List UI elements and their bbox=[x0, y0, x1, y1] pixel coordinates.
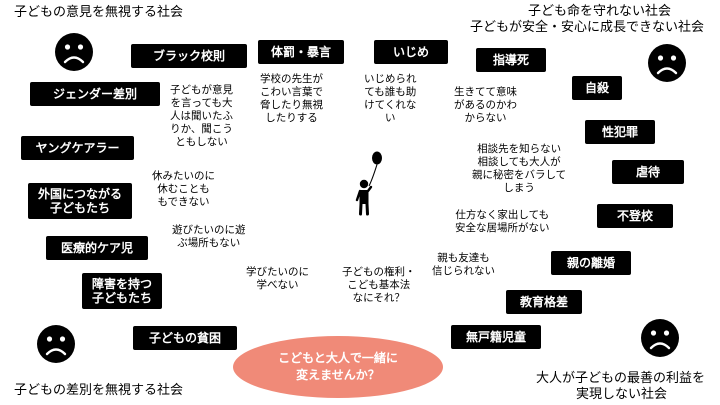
note-line: もできない bbox=[157, 196, 210, 208]
note-cannot-learn: 学びたいのに 学べない bbox=[246, 266, 309, 292]
note-bullying-no-help: いじめられ ても誰も助 けてくれな い bbox=[364, 73, 417, 125]
tag-guidance-death: 指導死 bbox=[476, 48, 546, 72]
tag-bullying: いじめ bbox=[374, 40, 448, 64]
tag-child-poverty: 子どもの貧困 bbox=[133, 326, 237, 350]
tag-education-gap: 教育格差 bbox=[506, 290, 582, 314]
sad-face-icon bbox=[37, 325, 75, 363]
note-line: からない bbox=[464, 112, 507, 124]
child-with-balloon-icon bbox=[355, 151, 382, 216]
tag-disabled-children-line2: 子どもたち bbox=[91, 291, 152, 305]
note-line: ともしない bbox=[175, 136, 228, 148]
tag-disabled-children-line1: 障害を持つ bbox=[91, 277, 152, 291]
cta-line2: 変えませんか？ bbox=[296, 368, 380, 382]
tag-unregistered-children: 無戸籍児童 bbox=[451, 325, 541, 349]
sad-face-icon bbox=[641, 319, 679, 357]
cta-line1: こどもと大人で一緒に bbox=[278, 351, 398, 365]
tag-sex-crime: 性犯罪 bbox=[585, 120, 655, 144]
note-line: 学べない bbox=[256, 279, 299, 291]
tag-disabled-children: 障害を持つ 子どもたち bbox=[82, 273, 162, 309]
note-line: ても誰も助 bbox=[364, 86, 417, 98]
note-no-play-place: 遊びたいのに遊 ぶ場所もない bbox=[172, 224, 246, 250]
note-line: 相談しても大人が bbox=[477, 156, 561, 168]
tag-medical-care-child: 医療的ケア児 bbox=[46, 236, 148, 260]
tag-corporal-punishment: 体罰・暴言 bbox=[258, 40, 344, 64]
caption-bottom-left: 子どもの差別を無視する社会 bbox=[14, 383, 184, 398]
note-line: なにそれ？ bbox=[352, 292, 405, 304]
note-line: 信じられない bbox=[432, 265, 495, 277]
caption-top-left: 子どもの意見を無視する社会 bbox=[14, 5, 184, 20]
note-line: 親も友達も bbox=[437, 252, 490, 264]
note-line: 親に秘密をバラして bbox=[472, 169, 567, 181]
note-line: 生きてて意味 bbox=[454, 86, 517, 98]
note-line: い bbox=[385, 112, 396, 124]
note-line: 休みたいのに bbox=[152, 170, 215, 182]
note-line: 安全な居場所がない bbox=[455, 222, 550, 234]
note-line: こども基本法 bbox=[347, 279, 411, 291]
tag-young-carer: ヤングケアラー bbox=[21, 136, 134, 160]
tag-gender-discrimination: ジェンダー差別 bbox=[30, 82, 160, 106]
note-line: 仕方なく家出しても bbox=[455, 209, 550, 221]
tag-truancy: 不登校 bbox=[597, 204, 673, 228]
note-no-trust: 親も友達も 信じられない bbox=[432, 252, 495, 278]
caption-bottom-right-2: 実現しない社会 bbox=[576, 387, 668, 402]
note-line: りか、聞こう bbox=[170, 123, 233, 135]
note-consultation: 相談先を知らない 相談しても大人が 親に秘密をバラして しまう bbox=[472, 143, 566, 195]
note-line: けてくれな bbox=[364, 99, 417, 111]
note-no-safe-place: 仕方なく家出しても 安全な居場所がない bbox=[455, 209, 550, 235]
note-child-rights: 子どもの権利・ こども基本法 なにそれ？ bbox=[342, 266, 416, 305]
note-line: 脅したり無視 bbox=[260, 99, 323, 111]
note-line: 子どもの権利・ bbox=[342, 266, 416, 278]
note-line: 相談先を知らない bbox=[477, 143, 562, 155]
note-line: 子どもが意見 bbox=[170, 84, 233, 96]
note-line: 学びたいのに bbox=[246, 266, 309, 278]
sad-face-icon bbox=[55, 33, 93, 71]
caption-top-right-2: 子どもが安全・安心に成長できない社会 bbox=[470, 20, 705, 35]
tag-foreign-children-line1: 外国につながる bbox=[37, 187, 122, 201]
note-meaning-of-life: 生きてて意味 があるのかわ からない bbox=[454, 86, 517, 125]
tag-foreign-children-line2: 子どもたち bbox=[49, 201, 110, 215]
note-line: を言っても大 bbox=[170, 97, 233, 109]
note-line: 人は聞いたふ bbox=[170, 110, 233, 122]
note-line: があるのかわ bbox=[454, 99, 517, 111]
tag-abuse: 虐待 bbox=[612, 160, 684, 184]
note-line: ぶ場所もない bbox=[177, 237, 241, 249]
note-line: 休むことも bbox=[157, 183, 210, 195]
note-line: したりする bbox=[265, 112, 318, 124]
caption-bottom-right-1: 大人が子どもの最善の利益を bbox=[536, 371, 706, 386]
note-line: こわい言葉で bbox=[260, 86, 323, 98]
call-to-action-ellipse: こどもと大人で一緒に 変えませんか？ bbox=[233, 336, 443, 398]
sad-face-icon bbox=[648, 44, 686, 82]
note-teacher-threats: 学校の先生が こわい言葉で 脅したり無視 したりする bbox=[260, 73, 323, 125]
note-line: しまう bbox=[503, 182, 535, 194]
note-cannot-rest: 休みたいのに 休むことも もできない bbox=[152, 170, 215, 209]
note-line: 学校の先生が bbox=[260, 73, 323, 85]
tag-suicide: 自殺 bbox=[572, 76, 622, 100]
note-line: いじめられ bbox=[364, 73, 417, 85]
tag-parents-divorce: 親の離婚 bbox=[551, 251, 631, 275]
caption-top-right-1: 子ども命を守れない社会 bbox=[528, 4, 672, 19]
tag-black-rules: ブラック校則 bbox=[131, 44, 247, 68]
tag-foreign-children: 外国につながる 子どもたち bbox=[28, 183, 132, 219]
note-line: 遊びたいのに遊 bbox=[172, 224, 246, 236]
note-opinion-ignored: 子どもが意見 を言っても大 人は聞いたふ りか、聞こう ともしない bbox=[170, 84, 233, 149]
